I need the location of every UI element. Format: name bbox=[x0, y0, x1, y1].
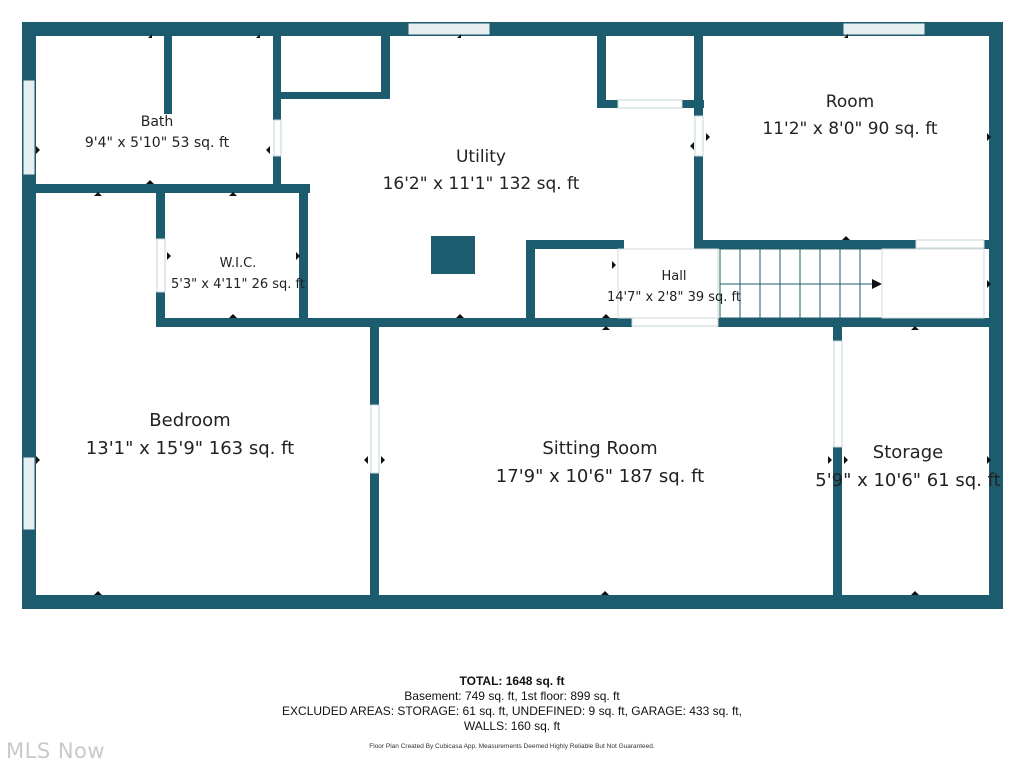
room-dims-wic: 5'3" x 4'11" 26 sq. ft bbox=[171, 277, 305, 292]
room-name-bedroom: Bedroom bbox=[149, 410, 230, 431]
dimension-markers bbox=[36, 34, 991, 595]
interior-walls bbox=[36, 36, 990, 597]
watermark-logo: MLS Now bbox=[6, 739, 106, 763]
room-name-storage: Storage bbox=[873, 442, 943, 463]
window-left-bath bbox=[22, 79, 36, 176]
floor-plan: Bath 9'4" x 5'10" 53 sq. ft Utility 16'2… bbox=[22, 22, 1003, 609]
room-dims-room: 11'2" x 8'0" 90 sq. ft bbox=[762, 119, 938, 139]
room-dims-utility: 16'2" x 11'1" 132 sq. ft bbox=[383, 174, 580, 194]
room-name-wic: W.I.C. bbox=[220, 256, 257, 271]
room-name-sitting: Sitting Room bbox=[542, 438, 657, 459]
room-name-hall: Hall bbox=[662, 269, 687, 284]
footer-excluded-areas: EXCLUDED AREAS: STORAGE: 61 sq. ft, UNDE… bbox=[282, 704, 742, 718]
footer-walls: WALLS: 160 sq. ft bbox=[463, 719, 561, 733]
room-name-bath: Bath bbox=[141, 114, 174, 130]
footer-floor-breakdown: Basement: 749 sq. ft, 1st floor: 899 sq.… bbox=[404, 689, 620, 703]
footer-total: TOTAL: 1648 sq. ft bbox=[459, 674, 565, 688]
room-dims-sitting: 17'9" x 10'6" 187 sq. ft bbox=[496, 466, 704, 487]
room-dims-hall: 14'7" x 2'8" 39 sq. ft bbox=[607, 290, 741, 305]
room-name-room: Room bbox=[826, 92, 874, 112]
window-top-utility bbox=[407, 22, 491, 36]
room-labels: Bath 9'4" x 5'10" 53 sq. ft Utility 16'2… bbox=[85, 92, 1001, 491]
room-dims-bath: 9'4" x 5'10" 53 sq. ft bbox=[85, 135, 230, 151]
stairs bbox=[617, 248, 985, 319]
windows bbox=[22, 22, 926, 531]
utility-fixture bbox=[431, 236, 475, 274]
room-dims-bedroom: 13'1" x 15'9" 163 sq. ft bbox=[86, 438, 294, 459]
footer-credit: Floor Plan Created By Cubicasa App. Meas… bbox=[369, 743, 655, 750]
room-dims-storage: 5'9" x 10'6" 61 sq. ft bbox=[815, 470, 1000, 491]
window-left-bedroom bbox=[22, 456, 36, 531]
room-name-utility: Utility bbox=[456, 147, 506, 167]
window-top-room bbox=[842, 22, 926, 36]
